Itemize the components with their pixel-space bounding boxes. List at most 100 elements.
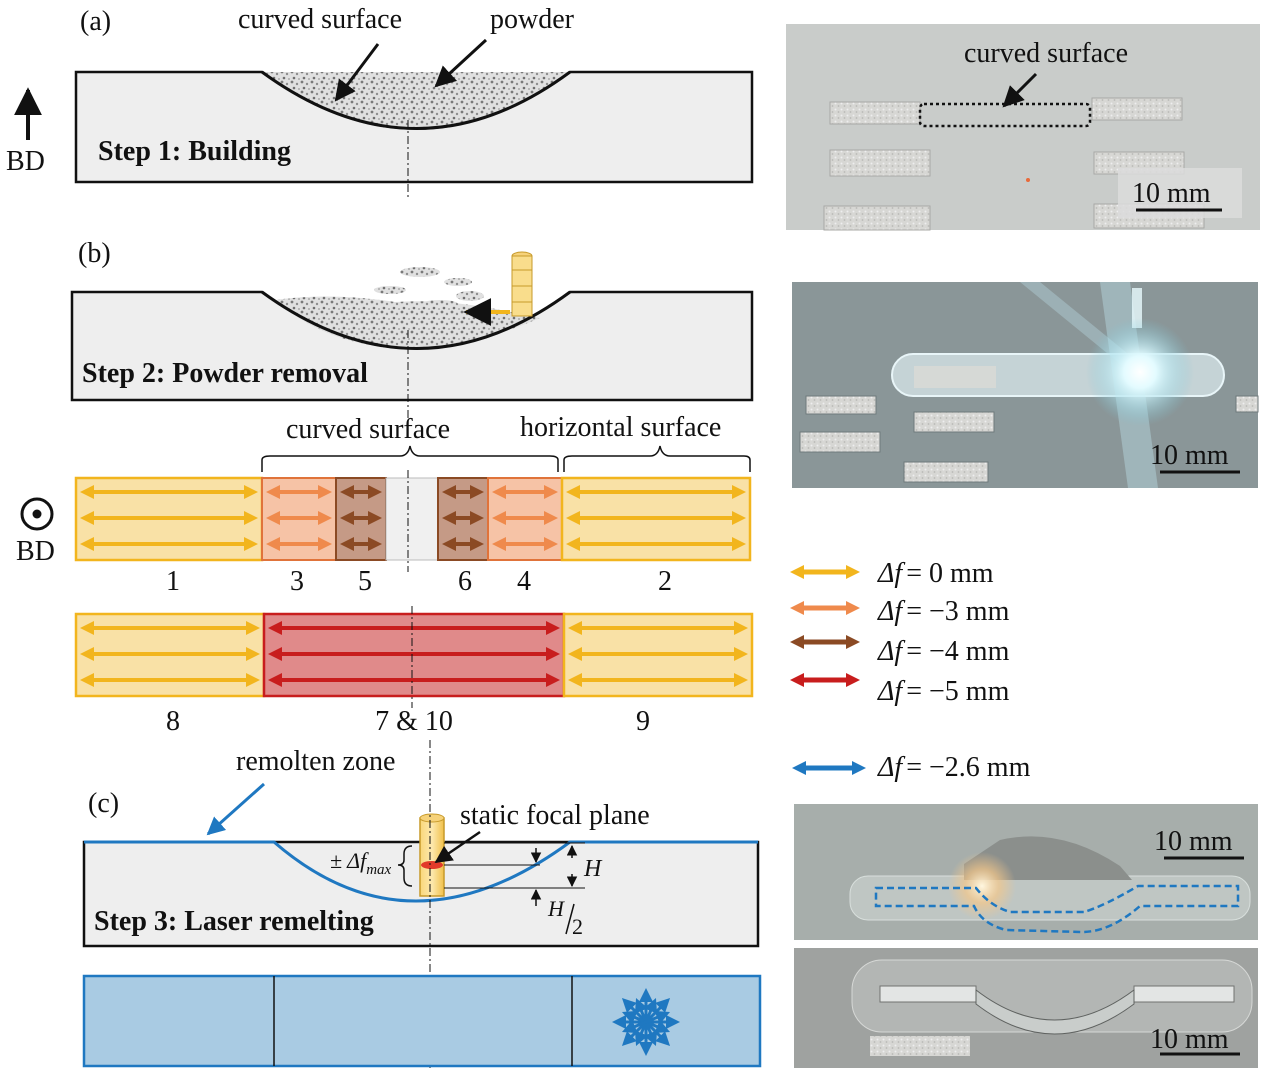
legend-arrow-0 <box>790 565 860 579</box>
laser-beam-top <box>419 813 445 823</box>
suction-nozzle <box>511 251 533 317</box>
row2-scan-vectors <box>80 621 748 687</box>
step3-label: Step 3: Laser remelting <box>94 906 374 937</box>
photo1-laser-dot <box>1026 178 1030 182</box>
remelt-vector-7 <box>621 1010 671 1034</box>
step2-label: Step 2: Powder removal <box>82 358 368 389</box>
scan-arrow-r3 <box>266 485 332 499</box>
photo1-scale-label: 10 mm <box>1132 178 1211 209</box>
panel-a: (a) curved surface powder BD Step 1: Bui… <box>6 4 754 200</box>
build-direction-label: BD <box>6 146 45 177</box>
legend-text-remelt: Δf= −2.6 mm <box>877 752 1031 783</box>
panel-b: (b) Step 2: Powder removal curved surfac… <box>16 238 754 737</box>
region-number-7-10: 7 & 10 <box>375 706 453 737</box>
photo4-neighbor-part <box>870 1036 970 1056</box>
static-focal-plane-label: static focal plane <box>460 800 650 831</box>
dim-half-H-den: 2 <box>572 914 583 939</box>
curved-surface-line <box>261 70 571 130</box>
photo2-laser-glow <box>1086 318 1194 426</box>
panel-b-label: (b) <box>78 238 111 269</box>
focal-offset-legend: Δf= 0 mm Δf= −3 mm Δf= −4 mm Δf= −5 mm Δ… <box>790 558 1031 783</box>
dim-H-label: H <box>583 856 603 882</box>
scan-arrow-r6 <box>442 485 484 499</box>
region-number-5: 5 <box>358 566 372 597</box>
bracket-curved-label: curved surface <box>286 414 450 445</box>
dim-half-H-num: H <box>547 896 565 921</box>
laser-beam <box>419 817 445 897</box>
photo3-dashed-outline <box>874 884 1240 934</box>
photo2-parts <box>799 395 1259 483</box>
photo-step2: 10 mm <box>792 282 1259 488</box>
panel-c: remolten zone (c) static focal plane ± Δ… <box>82 740 762 1070</box>
scan-arrow-r3 <box>266 511 332 525</box>
photo-step3: 10 mm <box>794 804 1258 940</box>
scan-arrow-r9 <box>568 647 748 661</box>
curved-surface-arrow <box>334 43 380 102</box>
scan-arrow-r7-10 <box>268 621 560 635</box>
center-gap <box>385 477 439 561</box>
horizontal-bracket <box>563 445 751 472</box>
legend-text-1: Δf= −3 mm <box>877 596 1010 627</box>
legend-arrow-3 <box>790 673 860 687</box>
panel-a-label: (a) <box>80 6 111 37</box>
legend-arrow-1 <box>790 601 860 615</box>
flying-powder <box>374 267 484 308</box>
region-number-2: 2 <box>658 566 672 597</box>
photo3-channel <box>849 875 1251 921</box>
scan-arrow-r3 <box>266 537 332 551</box>
photo2-part-exposed <box>914 366 996 388</box>
scan-arrow-r4 <box>492 537 558 551</box>
scan-arrow-r6 <box>442 511 484 525</box>
region-number-1: 1 <box>166 566 180 597</box>
scan-arrow-r1 <box>80 537 258 551</box>
scan-arrow-r9 <box>568 621 748 635</box>
photo3-scale-label: 10 mm <box>1154 826 1233 857</box>
scan-arrow-r4 <box>492 485 558 499</box>
photo4-flat-right <box>1133 985 1235 1003</box>
scan-arrow-r1 <box>80 511 258 525</box>
region-number-6: 6 <box>458 566 472 597</box>
delta-f-max-label: ± Δfmax <box>330 848 392 878</box>
photo-step1: curved surface 10 mm <box>786 24 1260 231</box>
photo3-laser-glow <box>948 852 1016 920</box>
region-number-9: 9 <box>636 706 650 737</box>
removal-curve <box>261 290 571 350</box>
photo4-scale-label: 10 mm <box>1150 1024 1229 1055</box>
scan-arrow-r5 <box>340 511 382 525</box>
scan-arrow-r7-10 <box>268 647 560 661</box>
dim-half-slash <box>565 903 575 935</box>
scan-arrow-r5 <box>340 537 382 551</box>
photo-step3-result: 10 mm <box>794 948 1258 1068</box>
photo2-nozzle <box>1132 288 1142 328</box>
bracket-horizontal-label: horizontal surface <box>520 412 721 443</box>
scan-arrow-r9 <box>568 673 748 687</box>
curved-surface-callout: curved surface <box>238 4 402 35</box>
scan-arrow-r8 <box>80 673 260 687</box>
scan-arrow-r8 <box>80 621 260 635</box>
scan-arrow-r4 <box>492 511 558 525</box>
photo4-curved-part <box>975 988 1135 1035</box>
scan-arrow-r2 <box>566 485 746 499</box>
scan-arrow-r2 <box>566 537 746 551</box>
region-number-3: 3 <box>290 566 304 597</box>
legend-arrow-remelt <box>792 761 866 775</box>
row1-scan-vectors <box>80 485 746 551</box>
photo2-scale-label: 10 mm <box>1150 440 1229 471</box>
scan-arrow-r6 <box>442 537 484 551</box>
scan-arrow-r8 <box>80 647 260 661</box>
delta-f-brace <box>397 845 413 887</box>
remelt-multidirection-vectors <box>612 988 680 1056</box>
step1-label: Step 1: Building <box>98 136 291 167</box>
legend-text-0: Δf= 0 mm <box>877 558 994 589</box>
bd-out-of-plane-icon <box>20 497 54 531</box>
bd-label-b: BD <box>16 536 55 567</box>
photo1-annotation: curved surface <box>964 38 1128 69</box>
legend-arrows <box>790 565 866 775</box>
remolten-zone-label: remolten zone <box>236 746 395 777</box>
scan-row-1: 1 3 5 6 4 2 <box>74 470 752 597</box>
remolten-zone-arrow <box>206 782 265 836</box>
powder-callout: powder <box>490 4 575 35</box>
region-number-4: 4 <box>517 566 531 597</box>
curved-bracket <box>261 445 559 472</box>
